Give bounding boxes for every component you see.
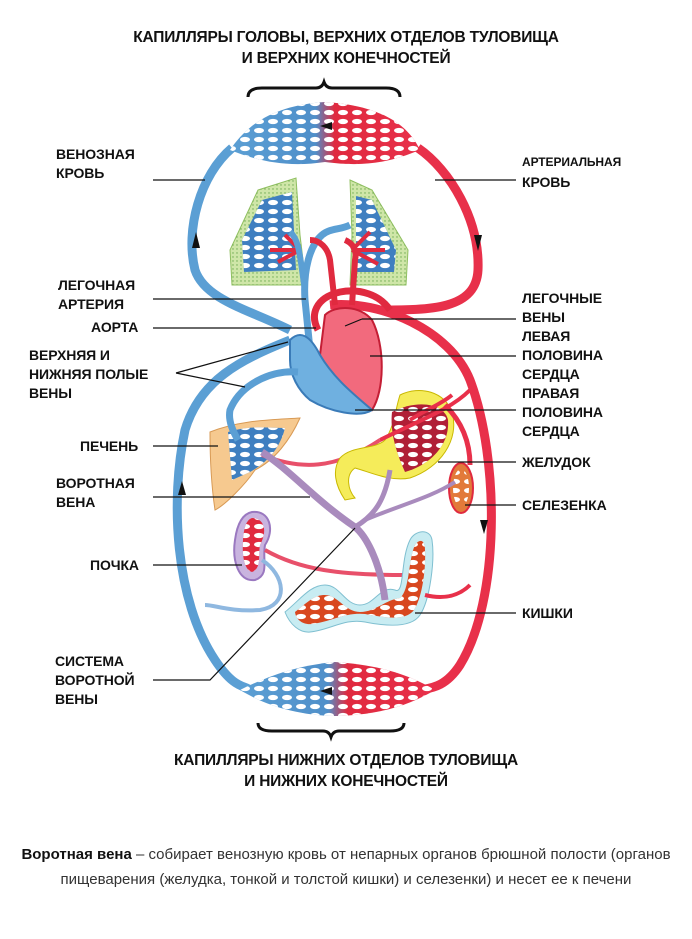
arrow-icon [474,235,482,251]
label-portal-system: СИСТЕМА ВОРОТНОЙ ВЕНЫ [55,652,135,709]
label-text: КРОВЬ [522,174,571,190]
label-text: СЕРДЦА [522,366,580,382]
arrow-icon [320,122,332,130]
title-top: КАПИЛЛЯРЫ ГОЛОВЫ, ВЕРХНИХ ОТДЕЛОВ ТУЛОВИ… [0,27,692,69]
label-text: ПРАВАЯ [522,385,580,401]
caption-term: Воротная вена [21,846,132,863]
label-portal-vein: ВОРОТНАЯ ВЕНА [56,474,135,512]
label-pulmonary-veins: ЛЕГОЧНЫЕ ВЕНЫ [522,289,602,327]
brace-bottom [256,722,406,742]
flow-arrows [178,122,488,695]
label-text: ВЕНЫ [522,309,565,325]
title-bottom-line1: КАПИЛЛЯРЫ НИЖНИХ ОТДЕЛОВ ТУЛОВИЩА [174,752,518,769]
label-arterial-blood: АРТЕРИАЛЬНАЯ КРОВЬ [522,152,621,192]
label-vena-cava: ВЕРХНЯЯ И НИЖНЯЯ ПОЛЫЕ ВЕНЫ [29,346,148,403]
arrow-icon [178,481,186,495]
label-right-heart: ПРАВАЯ ПОЛОВИНА СЕРДЦА [522,384,603,441]
portal-vein [260,449,389,601]
label-text: ВЕНОЗНАЯ [56,146,135,162]
label-text: ЛЕВАЯ [522,328,571,344]
label-text: ПОЛОВИНА [522,404,603,420]
label-venous-blood: ВЕНОЗНАЯ КРОВЬ [56,145,135,183]
arterial-lower-vessel [329,299,496,695]
title-bottom: КАПИЛЛЯРЫ НИЖНИХ ОТДЕЛОВ ТУЛОВИЩА И НИЖН… [0,750,692,792]
arrow-icon [320,687,332,695]
label-spleen: СЕЛЕЗЕНКА [522,497,607,513]
label-liver: ПЕЧЕНЬ [80,438,139,454]
arrow-icon [480,520,488,534]
label-pulmonary-artery: ЛЕГОЧНАЯ АРТЕРИЯ [58,276,135,314]
label-text: ВЕНЫ [29,385,72,401]
label-aorta: АОРТА [91,319,139,335]
label-text: ЛЕГОЧНАЯ [58,277,136,293]
caption-text: – собирает венозную кровь от непарных ор… [60,846,671,888]
label-left-heart: ЛЕВАЯ ПОЛОВИНА СЕРДЦА [522,327,603,384]
pulmonary-veins [309,237,338,306]
title-bottom-line2: И НИЖНИХ КОНЕЧНОСТЕЙ [244,773,448,790]
brace-top [246,77,402,98]
leader-lines [153,179,516,681]
label-text: СЕРДЦА [522,423,580,439]
arrow-icon [192,232,200,248]
label-stomach: ЖЕЛУДОК [522,454,591,470]
title-top-line1: КАПИЛЛЯРЫ ГОЛОВЫ, ВЕРХНИХ ОТДЕЛОВ ТУЛОВИ… [133,29,559,46]
label-text: КРОВЬ [56,165,105,181]
title-top-line2: И ВЕРХНИХ КОНЕЧНОСТЕЙ [241,50,451,67]
label-text: ВЕНА [56,494,96,510]
label-text: ВОРОТНАЯ [56,475,135,491]
label-text: АРТЕРИЯ [58,296,124,312]
label-text: ВЕНЫ [55,691,98,707]
label-text: АРТЕРИАЛЬНАЯ [522,155,622,169]
aortic-arch [311,287,393,332]
label-intestines: КИШКИ [522,605,573,621]
arterial-main-vessel [379,144,483,315]
label-text: ВОРОТНОЙ [55,672,135,688]
venous-lower-vessel [172,335,292,694]
caption: Воротная вена – собирает венозную кровь … [0,842,692,892]
label-text: НИЖНЯЯ ПОЛЫЕ [29,366,149,382]
label-text: ВЕРХНЯЯ И [29,347,110,363]
label-kidney: ПОЧКА [90,557,139,573]
label-text: ЛЕГОЧНЫЕ [522,290,602,306]
label-text: ПОЛОВИНА [522,347,603,363]
venous-main-vessel [187,144,293,335]
label-text: СИСТЕМА [55,653,124,669]
